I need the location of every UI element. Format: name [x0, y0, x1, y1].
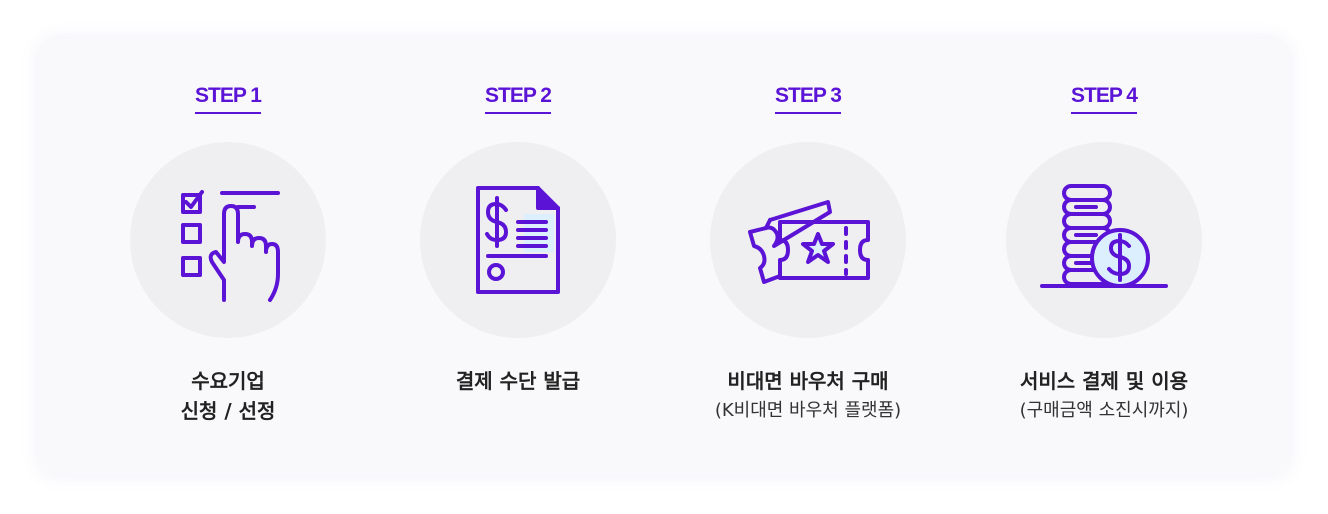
- step-3-subtitle: (K비대면 바우처 플랫폼): [714, 400, 902, 421]
- coin-stack-icon: [1040, 184, 1168, 288]
- step-3-label: STEP 3: [775, 84, 842, 114]
- step-2-label: STEP 2: [485, 84, 552, 114]
- step-3: STEP 3 비대면 바우처 구매 (K비대면 바우처 플랫폼): [658, 38, 958, 476]
- step-2-icon-circle: [420, 142, 616, 338]
- step-3-icon-circle: [710, 142, 906, 338]
- step-4-title: 서비스 결제 및 이용: [1019, 369, 1189, 393]
- step-1: STEP 1 수요기업 신청 / 선정: [78, 38, 378, 476]
- step-4-icon-circle: [1006, 142, 1202, 338]
- voucher-ticket-icon: [748, 200, 870, 284]
- step-4-subtitle: (구매금액 소진시까지): [1019, 400, 1189, 421]
- step-1-title: 수요기업 신청 / 선정: [180, 369, 276, 423]
- invoice-document-icon: [476, 186, 560, 294]
- step-1-icon-circle: [130, 142, 326, 338]
- checklist-touch-icon: [181, 190, 280, 302]
- step-4-label: STEP 4: [1071, 84, 1138, 114]
- step-4: STEP 4 서비스 결제: [954, 38, 1254, 476]
- step-3-title: 비대면 바우처 구매: [727, 369, 889, 393]
- step-2: STEP 2 결제 수단 발급: [368, 38, 668, 476]
- step-2-title: 결제 수단 발급: [455, 369, 581, 393]
- step-1-label: STEP 1: [195, 84, 262, 114]
- process-steps-card: STEP 1 수요기업 신청 / 선정 STEP 2: [38, 38, 1290, 476]
